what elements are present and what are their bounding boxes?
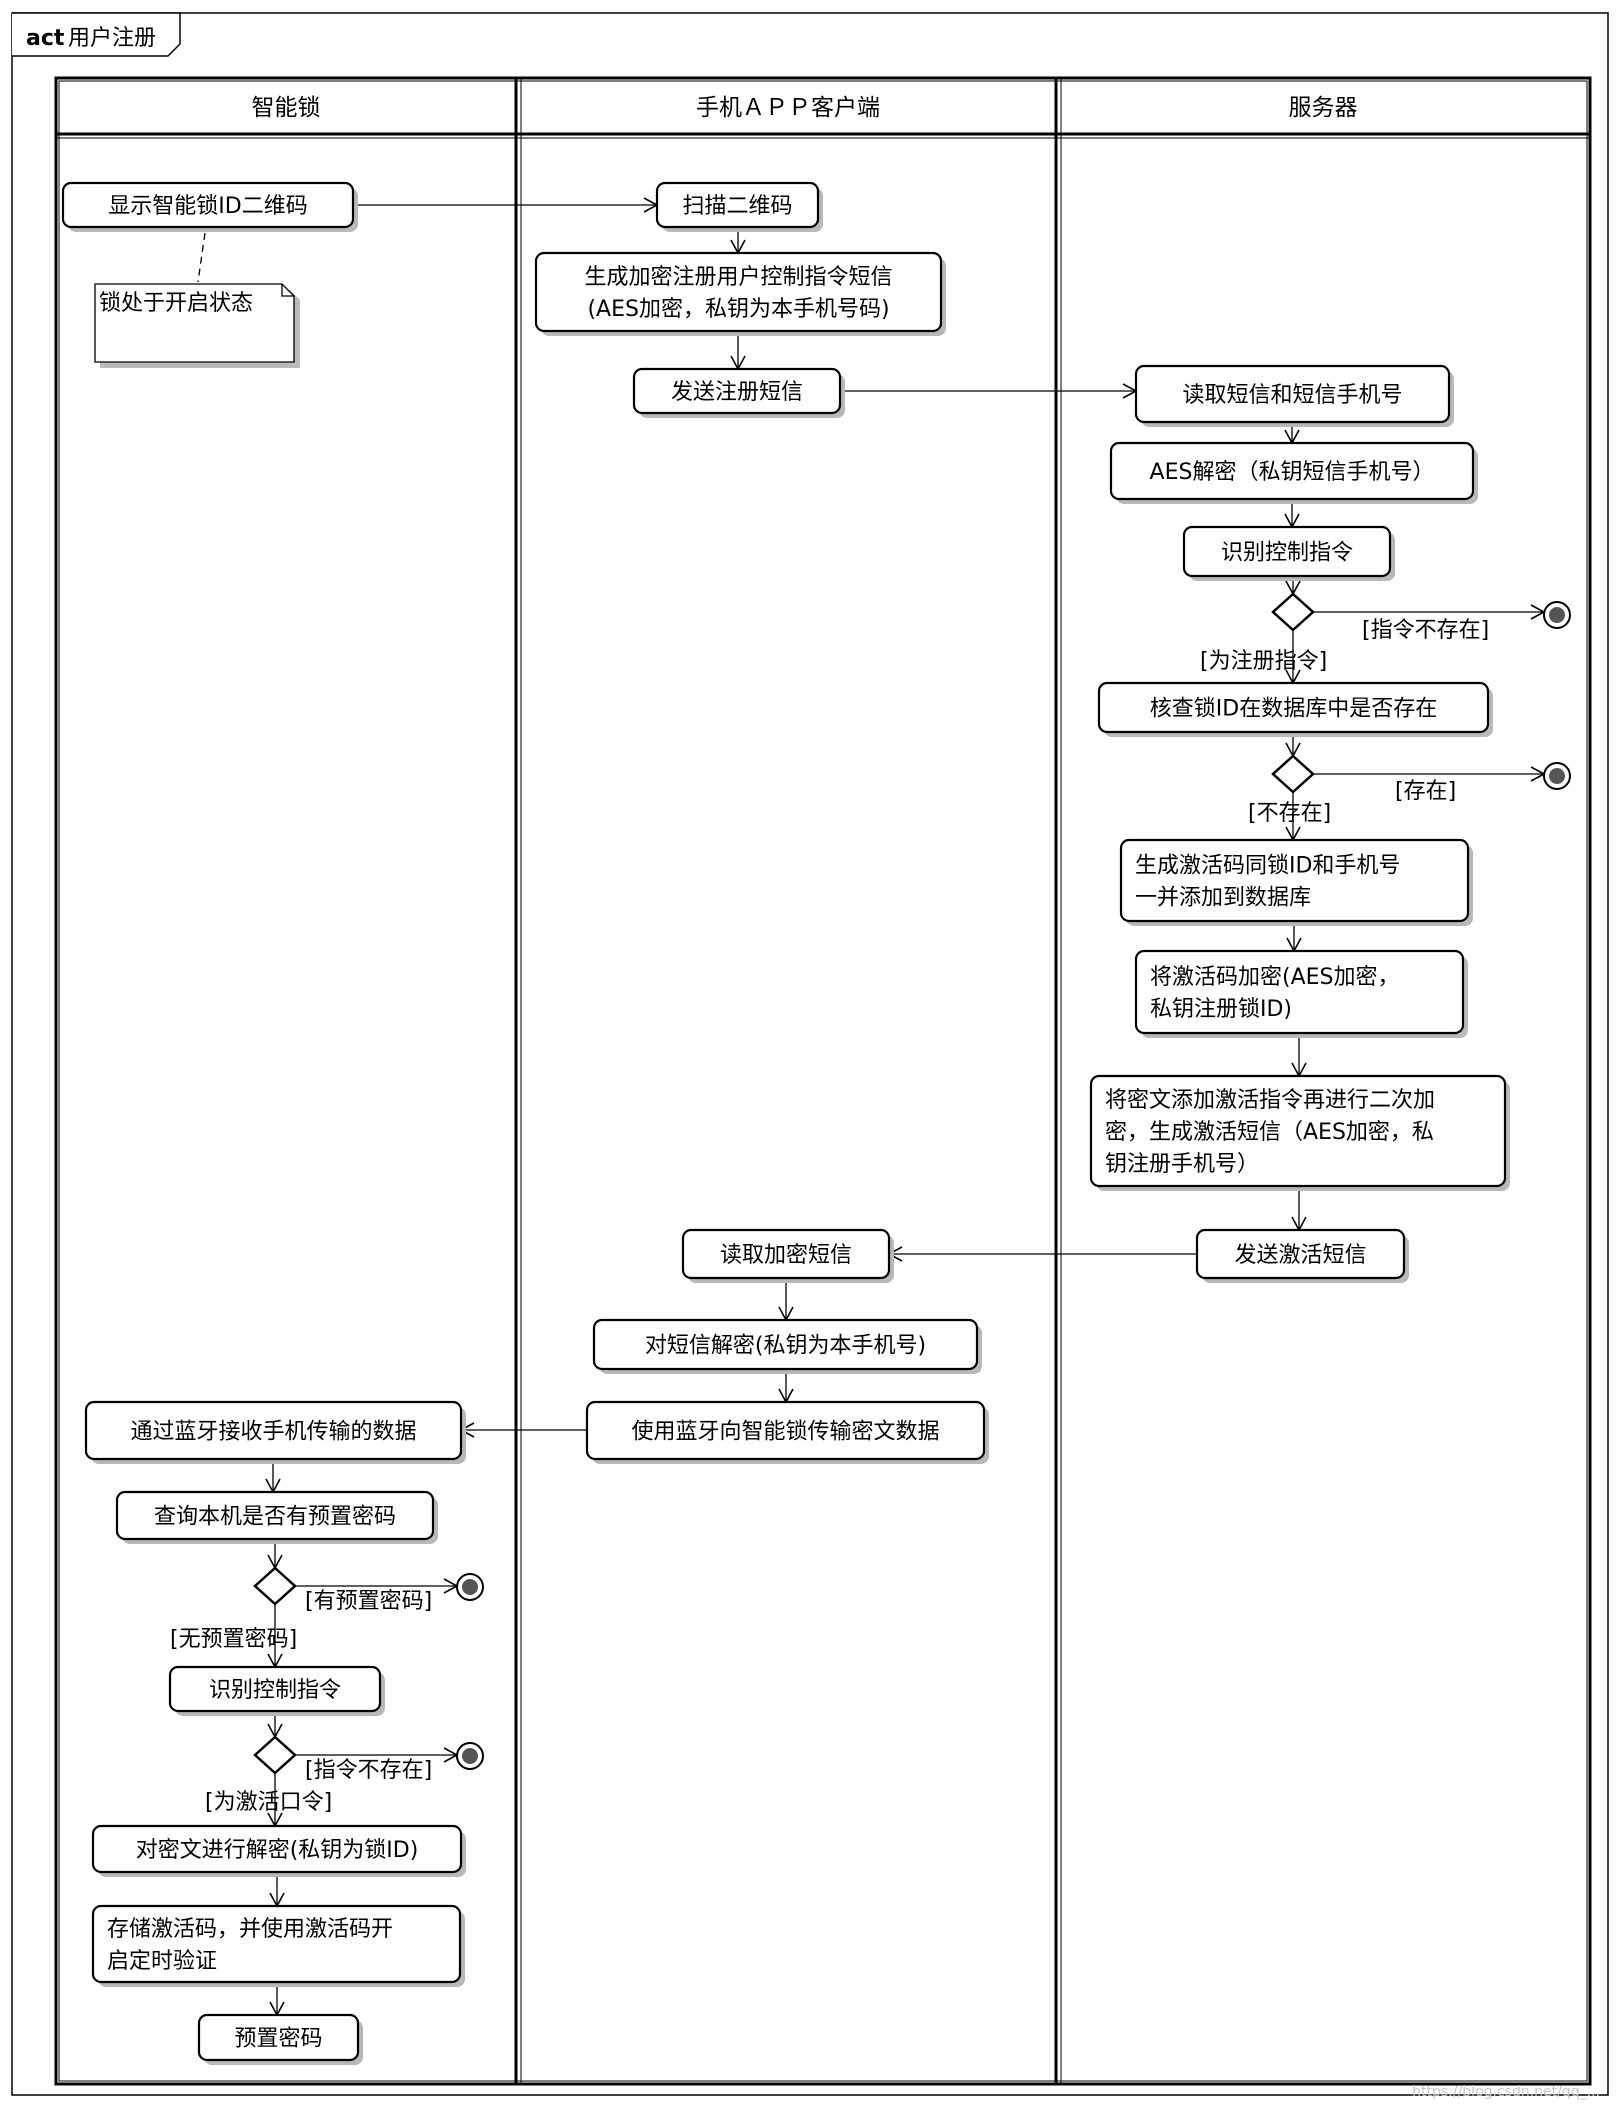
final-nodes (456, 601, 1571, 1770)
action-check-id: 核查锁ID在数据库中是否存在 (1097, 681, 1493, 737)
final-node-cmd-missing-lock (456, 1742, 484, 1770)
guard-is-activate-cmd: [为激活口令] (205, 1790, 332, 1815)
frame-tab (12, 12, 181, 57)
action-recog-cmd-s: 识别控制指令 (1182, 525, 1395, 581)
final-node-id-exists (1543, 762, 1571, 790)
action-text-line: 发送注册短信 (671, 380, 803, 405)
action-text-line: 钥注册手机号） (1105, 1152, 1259, 1177)
guard-cmd-not-exist-lock: [指令不存在] (305, 1758, 432, 1783)
action-text-line: 使用蓝牙向智能锁传输密文数据 (631, 1420, 939, 1445)
action-scan-qr: 扫描二维码 (655, 181, 823, 232)
action-text-line: 预置密码 (234, 2027, 322, 2052)
guard-is-register-cmd: [为注册指令] (1200, 649, 1327, 674)
decision-id-exists (1271, 754, 1315, 794)
action-gen-sms: 生成加密注册用户控制指令短信 (AES加密，私钥为本手机号码) (534, 251, 946, 336)
action-read-sms: 读取短信和短信手机号 (1134, 364, 1454, 427)
action-query-pwd: 查询本机是否有预置密码 (115, 1490, 438, 1544)
action-text-line: AES解密（私钥短信手机号） (1150, 460, 1435, 485)
action-text-line: 私钥注册锁ID) (1150, 997, 1292, 1022)
note-text: 锁处于开启状态 (99, 291, 253, 316)
final-node-has-preset (456, 1573, 484, 1601)
decision-preset-pwd (253, 1566, 297, 1606)
decision-cmd-type-lock (253, 1735, 297, 1775)
action-enc-code: 将激活码加密(AES加密， 私钥注册锁ID) (1134, 949, 1468, 1038)
frame-title: 用户注册 (68, 26, 156, 51)
action-text-line: 发送激活短信 (1234, 1243, 1366, 1268)
action-text-line: 密，生成激活短信（AES加密，私 (1105, 1120, 1434, 1145)
action-text-line: 将激活码加密(AES加密， (1150, 965, 1400, 990)
action-recog-cmd-l: 识别控制指令 (168, 1665, 385, 1716)
decision-cmd-type-server (1271, 592, 1315, 632)
note: 锁处于开启状态 (94, 232, 300, 368)
action-text-line: 生成加密注册用户控制指令短信 (584, 265, 892, 290)
lane-header-app: 手机ＡＰＰ客户端 (696, 95, 880, 121)
action-text-line: 生成激活码同锁ID和手机号 (1135, 854, 1400, 879)
guard-no-preset: [无预置密码] (170, 1627, 297, 1652)
action-read-enc: 读取加密短信 (681, 1228, 894, 1283)
action-send-act: 发送激活短信 (1195, 1228, 1409, 1283)
guard-labels: [指令不存在] [为注册指令] [存在] [不存在] [有预置密码] [无预置密… (170, 618, 1489, 1815)
action-text-line: 识别控制指令 (1221, 541, 1353, 566)
action-text-line: 扫描二维码 (682, 194, 792, 219)
action-text-line: 对短信解密(私钥为本手机号) (645, 1334, 926, 1359)
action-text-line: 启定时验证 (107, 1949, 217, 1974)
decision-nodes (253, 592, 1315, 1775)
action-dec-cipher: 对密文进行解密(私钥为锁ID) (91, 1824, 466, 1877)
action-show-qr: 显示智能锁ID二维码 (61, 181, 358, 232)
guard-has-preset: [有预置密码] (305, 1589, 432, 1614)
action-text-line: 识别控制指令 (209, 1678, 341, 1703)
action-text-line: 显示智能锁ID二维码 (108, 194, 307, 219)
guard-cmd-not-exist-server: [指令不存在] (1362, 618, 1489, 643)
lane-header-server: 服务器 (1289, 95, 1358, 121)
action-text-line: 存储激活码，并使用激活码开 (107, 1917, 393, 1942)
action-text-line: 核查锁ID在数据库中是否存在 (1150, 697, 1437, 722)
lane-header-lock: 智能锁 (252, 95, 321, 121)
action-bt-recv: 通过蓝牙接收手机传输的数据 (84, 1400, 466, 1464)
action-send-sms: 发送注册短信 (632, 367, 845, 418)
action-preset-pwd: 预置密码 (197, 2013, 363, 2065)
action-text-line: 通过蓝牙接收手机传输的数据 (130, 1420, 416, 1445)
swimlanes: 智能锁 手机ＡＰＰ客户端 服务器 (54, 76, 1592, 2086)
action-text-line: 查询本机是否有预置密码 (154, 1505, 396, 1530)
action-dec-sms: 对短信解密(私钥为本手机号) (592, 1318, 982, 1374)
watermark: https://blog.csdn.net/qq_... (1412, 2084, 1600, 2100)
action-text-line: 读取加密短信 (720, 1243, 852, 1268)
guard-exists: [存在] (1395, 779, 1456, 804)
action-bt-send: 使用蓝牙向智能锁传输密文数据 (585, 1400, 989, 1464)
frame-keyword: act (26, 26, 65, 51)
action-text-line: 读取短信和短信手机号 (1182, 383, 1402, 408)
action-aes-decrypt: AES解密（私钥短信手机号） (1109, 441, 1478, 504)
guard-not-exists: [不存在] (1248, 801, 1331, 826)
diagram-frame (11, 12, 1609, 2096)
action-text-line: 将密文添加激活指令再进行二次加 (1105, 1088, 1435, 1113)
action-text-line: 对密文进行解密(私钥为锁ID) (136, 1838, 419, 1863)
action-text-line: (AES加密，私钥为本手机号码) (587, 297, 889, 322)
action-text-line: 一并添加到数据库 (1135, 886, 1311, 911)
final-node-cmd-missing-server (1543, 601, 1571, 629)
